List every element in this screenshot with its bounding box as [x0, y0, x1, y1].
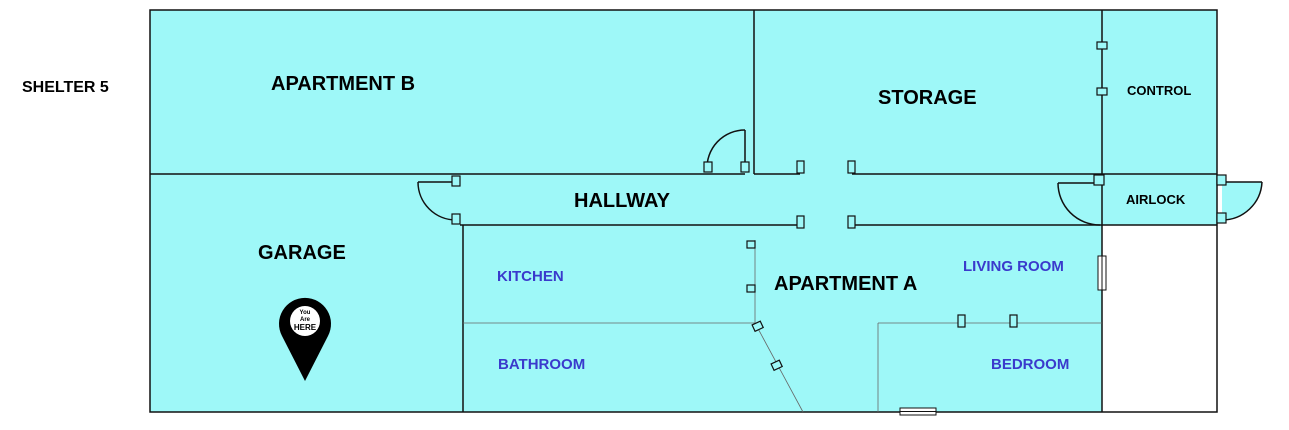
airlock-door-west-swing [1058, 183, 1100, 225]
marker-line-here: HERE [294, 323, 317, 332]
airlock-floor [1102, 174, 1217, 225]
post [847, 215, 856, 229]
post [1216, 212, 1227, 224]
hallway-door-west-swing [418, 182, 456, 220]
post [770, 359, 784, 372]
door-arc-hallway-west [417, 181, 457, 221]
hallway-floor [460, 174, 1102, 225]
door-arc-airlock-west [1057, 182, 1101, 226]
outer-wall [149, 9, 1218, 413]
post [796, 215, 805, 229]
post [796, 160, 805, 174]
apartment-b-floor [150, 10, 754, 174]
label-garage: GARAGE [258, 242, 346, 264]
label-storage: STORAGE [878, 87, 977, 109]
label-hallway: HALLWAY [574, 190, 671, 212]
shelter-title: SHELTER 5 [22, 79, 109, 96]
post [703, 161, 713, 173]
label-airlock: AIRLOCK [1126, 192, 1186, 207]
storage-floor [754, 10, 1102, 174]
label-kitchen: KITCHEN [497, 268, 564, 285]
post [451, 175, 461, 187]
label-bedroom: BEDROOM [991, 356, 1069, 373]
label-living-room: LIVING ROOM [963, 258, 1064, 275]
marker-line-you: You [300, 310, 311, 316]
apartment-a-floor [463, 225, 1102, 412]
post [847, 160, 856, 174]
floor-areas [150, 10, 1262, 412]
label-apartment-b: APARTMENT B [271, 73, 415, 95]
post [1096, 87, 1108, 96]
post [751, 320, 765, 333]
post [1009, 314, 1018, 328]
map-pin-inner-circle [290, 306, 320, 336]
door-arc-airlock-east [1221, 181, 1263, 221]
post [1216, 174, 1227, 186]
door-posts [451, 41, 1227, 372]
label-bathroom: BATHROOM [498, 356, 585, 373]
label-control: CONTROL [1127, 83, 1191, 98]
post [451, 213, 461, 225]
post [957, 314, 966, 328]
post [1096, 41, 1108, 50]
apartment-b-door-swing [706, 129, 745, 170]
windows [899, 255, 1107, 416]
post [746, 284, 756, 293]
post [746, 240, 756, 249]
door-swings [417, 129, 1263, 226]
control-floor [1102, 10, 1217, 174]
marker-line-are: Are [300, 317, 311, 323]
you-are-here-marker: You Are HERE [279, 297, 331, 381]
post [1093, 174, 1105, 186]
label-apartment-a: APARTMENT A [774, 273, 917, 295]
airlock-door-east-swing [1222, 182, 1262, 221]
post [740, 161, 750, 173]
